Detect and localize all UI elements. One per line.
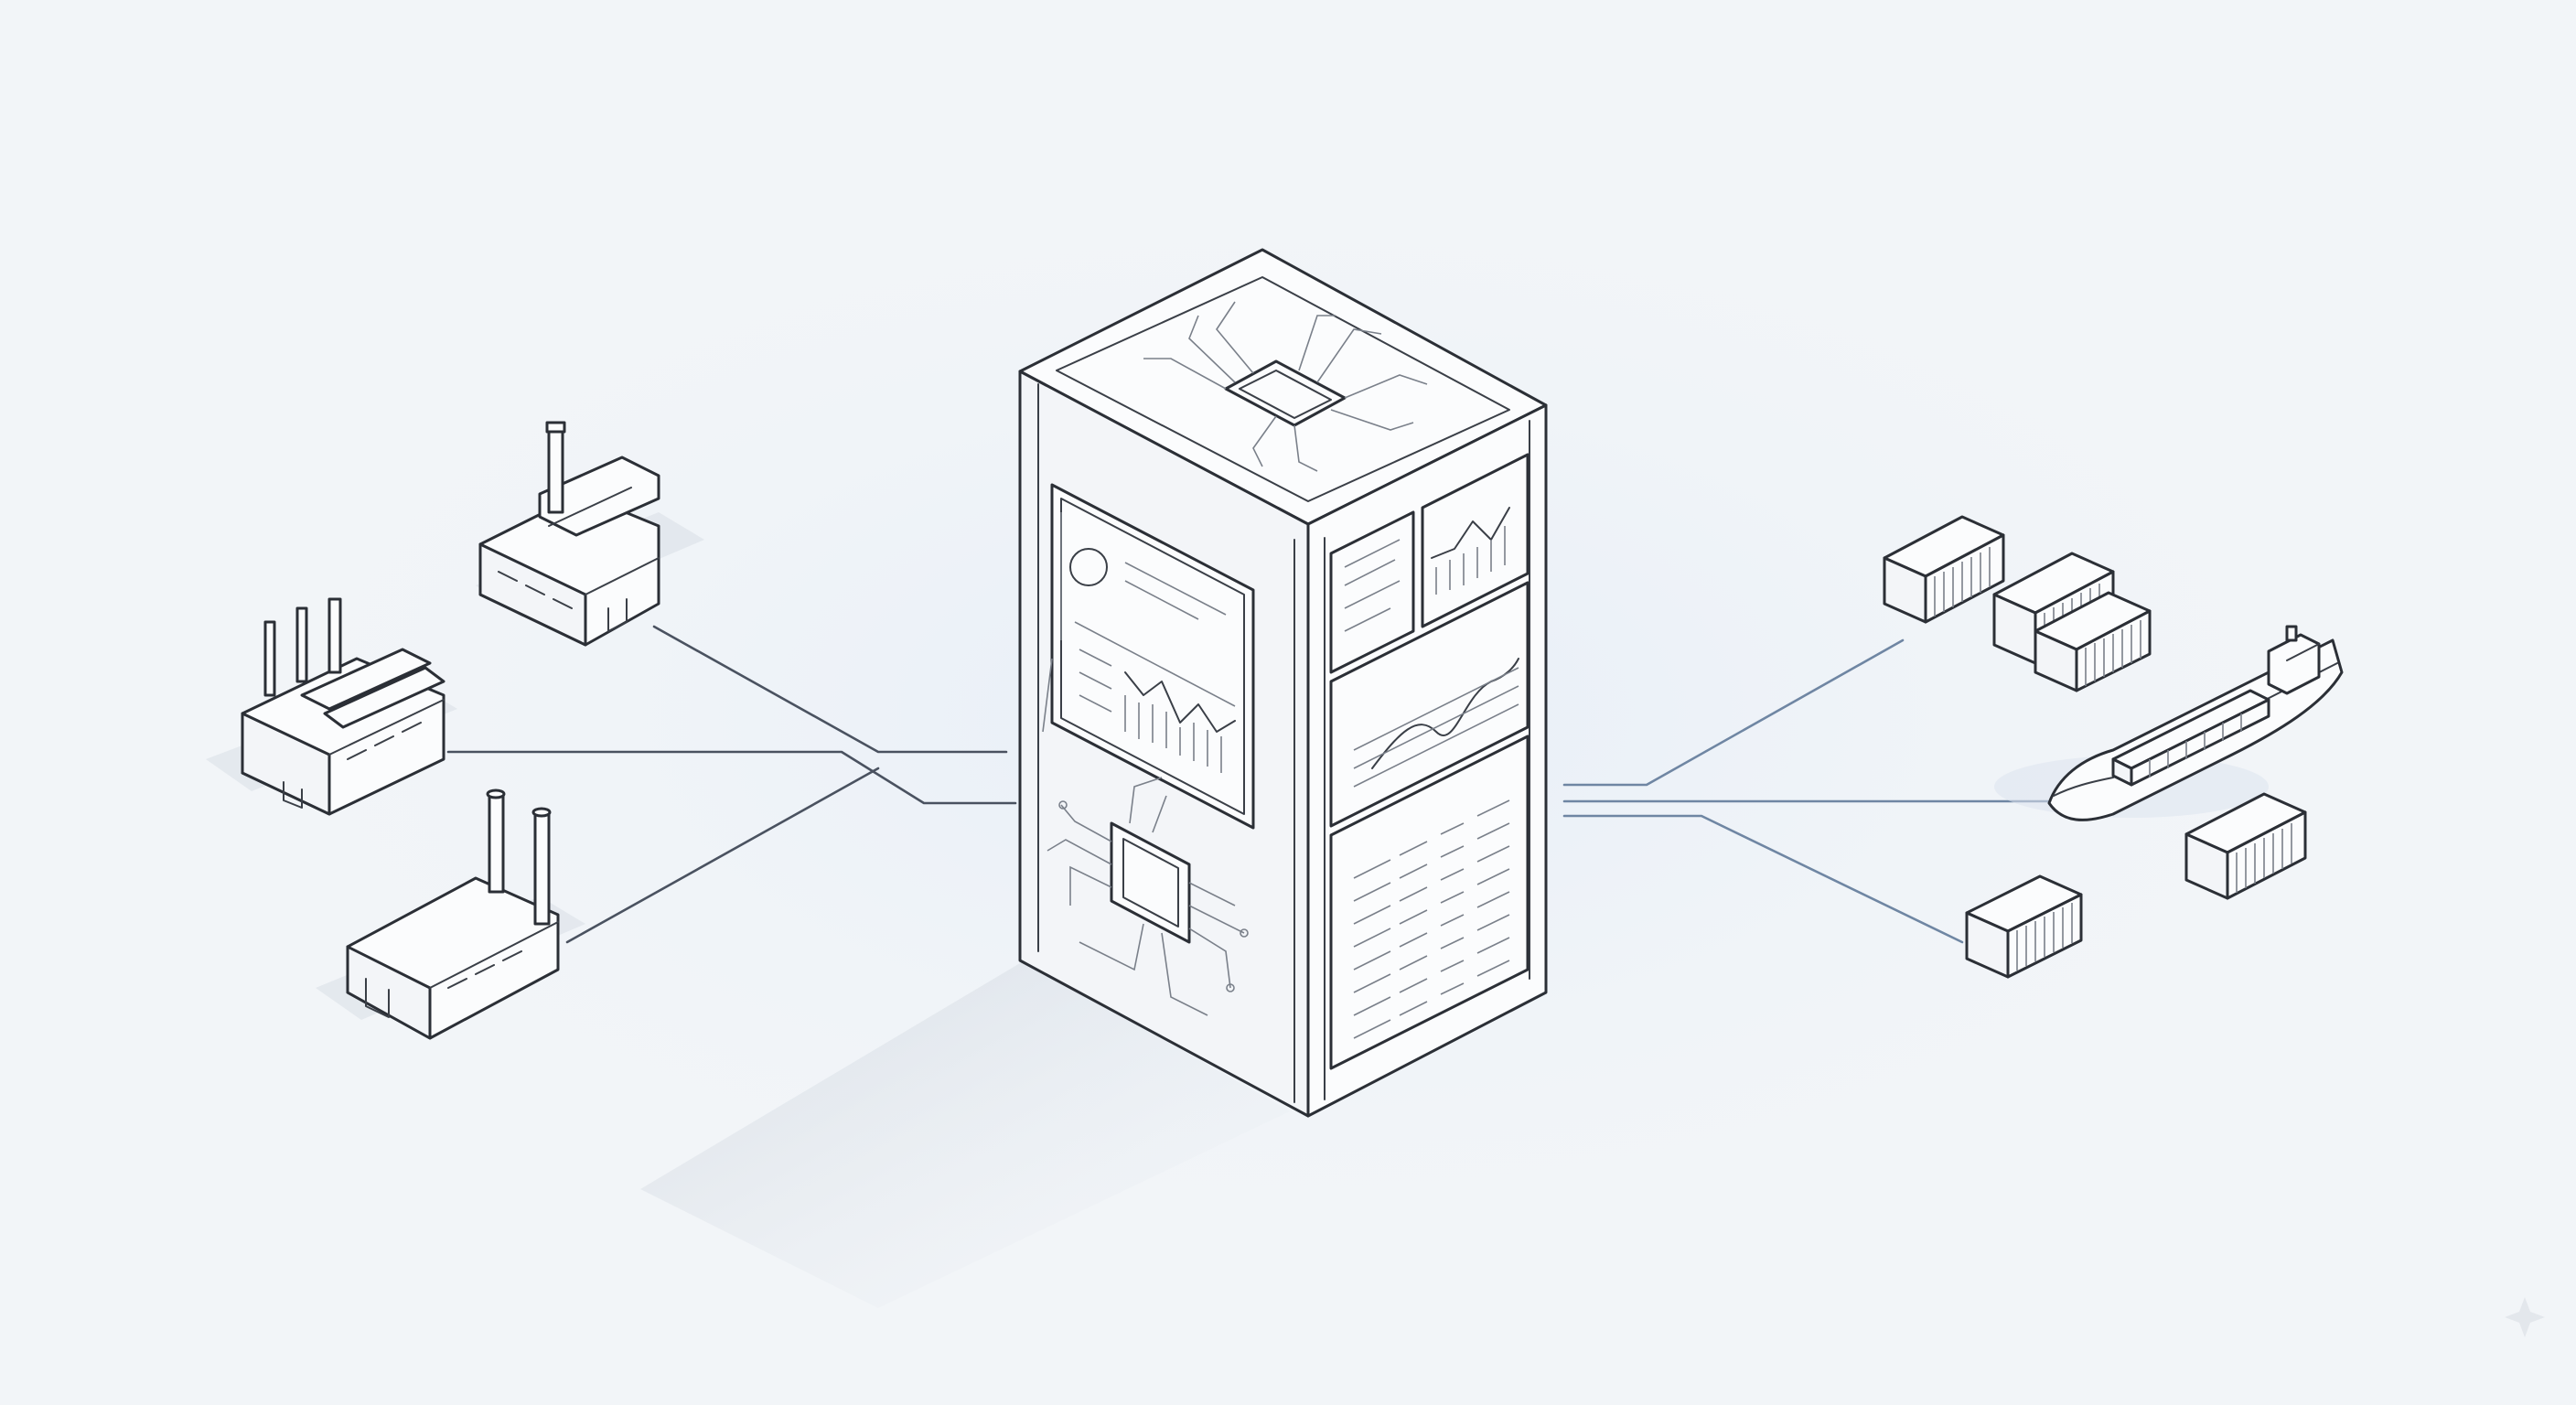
- dashboard-panel: [1050, 483, 1255, 830]
- factory-icon: [476, 421, 704, 647]
- dashboard-chart: [1124, 671, 1236, 733]
- hub-shadow: [640, 960, 1290, 1308]
- circuit-chip-icon: [1042, 512, 1249, 1016]
- connector-containers-top: [1562, 638, 1905, 787]
- shipping-container-icon: [2184, 792, 2307, 900]
- server-hub-icon: [1018, 248, 1548, 1118]
- top-chip-icon: [1143, 301, 1428, 472]
- connection-lines: [446, 625, 2051, 944]
- sparkle-icon: [2505, 1297, 2545, 1337]
- connector-factory-middle: [446, 750, 1017, 805]
- cargo-ship-icon: [1994, 625, 2344, 821]
- factory-icon: [316, 788, 585, 1040]
- logistics-group: [1883, 515, 2344, 979]
- connector-containers-bottom: [1562, 814, 1964, 944]
- connector-factory-top: [652, 625, 1008, 754]
- shipping-container-icon: [1965, 874, 2083, 979]
- factory-group: [206, 421, 704, 1040]
- factory-icon: [206, 597, 457, 816]
- shipping-container-icon: [1883, 515, 2005, 624]
- shipping-container-icon: [2034, 591, 2152, 692]
- connector-factory-bottom: [565, 767, 880, 944]
- analytics-panel: [1329, 453, 1530, 1070]
